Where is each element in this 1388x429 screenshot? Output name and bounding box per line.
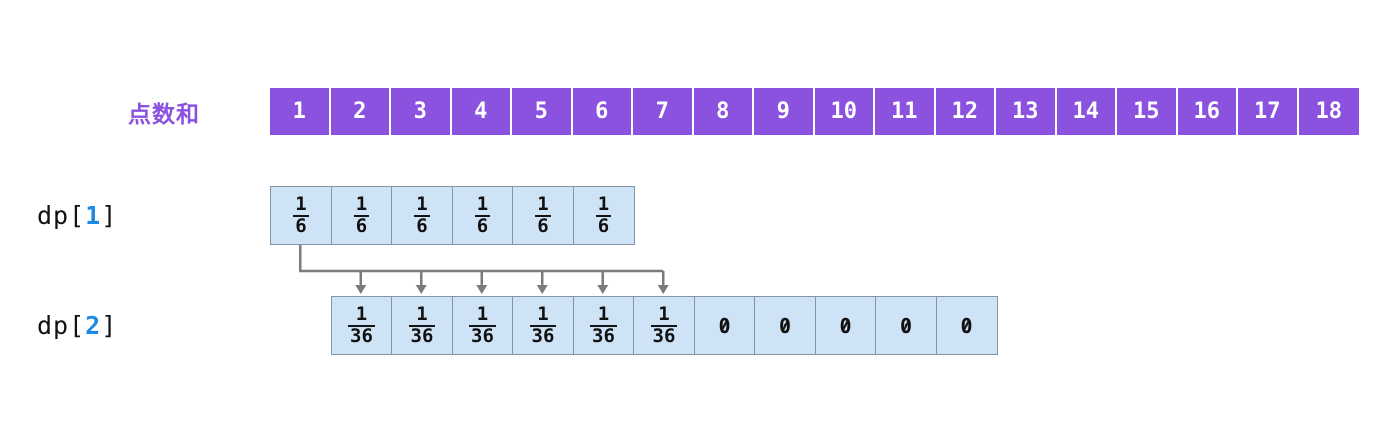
- dp-cell: 0: [754, 296, 816, 355]
- sum-header-cell: 5: [512, 88, 573, 135]
- fraction-denominator: 6: [353, 214, 370, 237]
- zero-value: 0: [960, 313, 973, 338]
- sum-header-cell: 2: [330, 88, 391, 135]
- fraction-numerator: 1: [597, 302, 610, 325]
- sum-header-cell: 14: [1056, 88, 1117, 135]
- dp-cell: 0: [935, 296, 998, 355]
- fraction-denominator: 6: [474, 214, 491, 237]
- dp-label-suffix: ]: [101, 311, 118, 340]
- fraction-denominator: 6: [293, 214, 309, 237]
- dp-cell: 0: [875, 296, 937, 355]
- sum-header-cell: 4: [451, 88, 512, 135]
- zero-value: 0: [778, 313, 792, 338]
- arrowhead-icon: [476, 285, 488, 294]
- fraction-denominator: 36: [408, 324, 436, 347]
- zero-value: 0: [899, 313, 913, 338]
- sum-header-cell: 16: [1177, 88, 1238, 135]
- sum-header-cell: 15: [1117, 88, 1178, 135]
- fraction-denominator: 6: [535, 214, 551, 237]
- dp-cell: 0: [693, 296, 756, 355]
- fraction-denominator: 36: [590, 324, 617, 347]
- fraction-numerator: 1: [658, 302, 670, 325]
- dp-row-label: dp[1]: [37, 186, 117, 245]
- fraction-denominator: 6: [595, 214, 612, 237]
- sum-header-cell: 12: [935, 88, 996, 135]
- fraction-denominator: 6: [414, 214, 430, 237]
- dp-label-index: 2: [85, 311, 102, 340]
- sum-header-cell: 6: [572, 88, 633, 135]
- fraction-numerator: 1: [476, 192, 489, 215]
- dp-label-prefix: dp[: [37, 201, 86, 230]
- sum-header-cell: 9: [754, 88, 815, 135]
- sum-header-cell: 18: [1298, 88, 1359, 135]
- transition-connector-path: [299, 245, 665, 286]
- fraction-denominator: 36: [650, 324, 678, 347]
- dp-row-label: dp[2]: [37, 296, 117, 355]
- zero-value: 0: [718, 313, 731, 338]
- fraction-denominator: 36: [348, 324, 375, 347]
- dp-cell: 0: [814, 296, 877, 355]
- arrowhead-icon: [597, 285, 609, 294]
- fraction-numerator: 1: [355, 192, 368, 215]
- fraction-numerator: 1: [355, 302, 368, 325]
- fraction-numerator: 1: [597, 192, 610, 215]
- sum-header-cell: 3: [391, 88, 452, 135]
- sum-header-cell: 8: [693, 88, 754, 135]
- sum-header-cell: 17: [1238, 88, 1299, 135]
- sum-header-cell: 13: [996, 88, 1057, 135]
- dp-label-prefix: dp[: [37, 311, 86, 340]
- arrowhead-icon: [657, 285, 669, 294]
- dp-label-suffix: ]: [101, 201, 118, 230]
- fraction-numerator: 1: [416, 302, 428, 325]
- sum-header-cell: 1: [270, 88, 331, 135]
- dp-label-index: 1: [85, 201, 102, 230]
- fraction-denominator: 36: [469, 324, 496, 347]
- arrowhead-icon: [536, 285, 548, 294]
- fraction-numerator: 1: [537, 192, 549, 215]
- sum-axis-label: 点数和: [128, 101, 200, 128]
- arrowhead-icon: [415, 285, 427, 294]
- zero-value: 0: [839, 313, 852, 338]
- arrowhead-icon: [355, 285, 367, 294]
- sum-header-cell: 7: [633, 88, 694, 135]
- sum-header-cell: 10: [814, 88, 875, 135]
- fraction-numerator: 1: [295, 192, 307, 215]
- fraction-numerator: 1: [476, 302, 489, 325]
- fraction-denominator: 36: [529, 324, 557, 347]
- sum-header-cell: 11: [875, 88, 936, 135]
- fraction-numerator: 1: [537, 302, 549, 325]
- fraction-numerator: 1: [416, 192, 428, 215]
